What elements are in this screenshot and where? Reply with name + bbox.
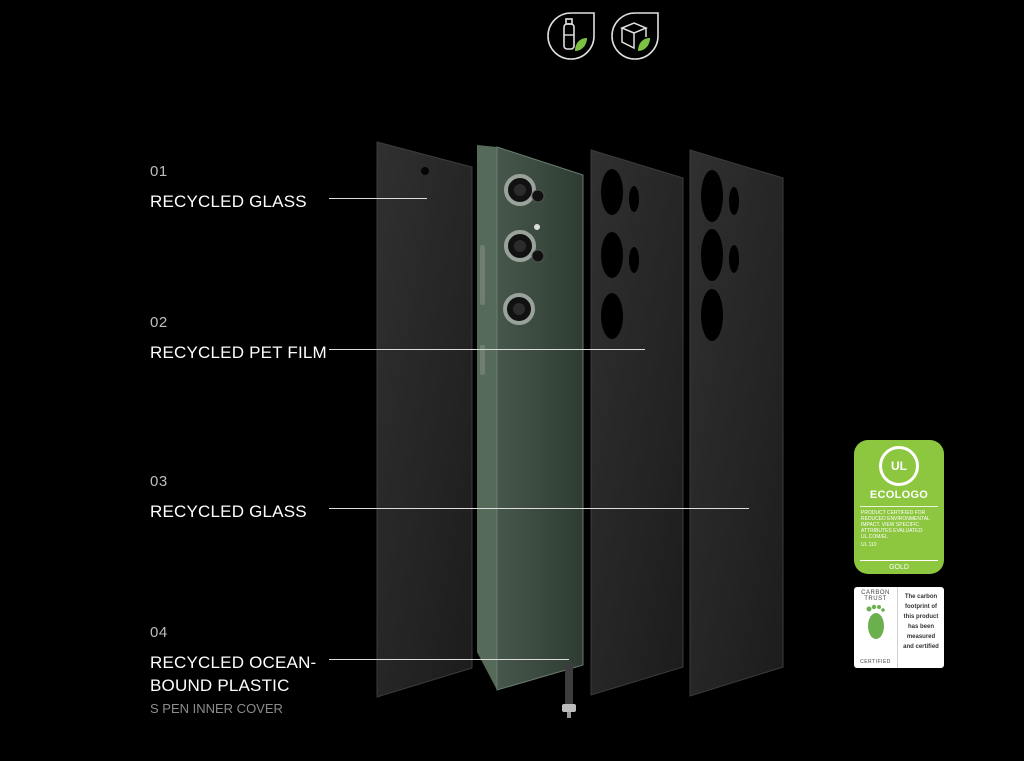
- label-title-line: BOUND PLASTIC: [150, 676, 290, 695]
- label-title: RECYCLED OCEAN- BOUND PLASTIC: [150, 651, 316, 697]
- label-02: 02 RECYCLED PET FILM: [150, 314, 327, 364]
- carbon-trust-badge: CARBON TRUST CERTIFIED The carbon footpr…: [854, 587, 944, 668]
- ul-mark: UL: [879, 446, 919, 486]
- label-number: 02: [150, 314, 168, 331]
- recycled-packaging-icon: [611, 12, 659, 60]
- recycled-bottle-icon: [547, 12, 595, 60]
- statement-line: and certified: [903, 644, 939, 650]
- statement-line: this product: [903, 614, 939, 620]
- label-03: 03 RECYCLED GLASS: [150, 473, 307, 523]
- leader-line-02: [329, 349, 645, 350]
- layer-front-glass: [376, 141, 473, 698]
- ecologo-level: GOLD: [860, 560, 938, 571]
- label-number: 03: [150, 473, 168, 490]
- ecologo-name: ECOLOGO: [869, 489, 929, 501]
- carbon-trust-line2: TRUST: [864, 596, 887, 602]
- leader-line-04: [329, 659, 569, 660]
- footprint-icon: [866, 604, 885, 639]
- ecologo-badge: UL ECOLOGO PRODUCT CERTIFIED FOR REDUCED…: [854, 440, 944, 574]
- carbon-trust-line1: CARBON: [861, 590, 890, 596]
- leader-line-01: [329, 198, 427, 199]
- statement-line: has been: [907, 624, 934, 630]
- layer-pet-film: [590, 149, 684, 696]
- leader-line-03: [329, 508, 749, 509]
- label-04: 04 RECYCLED OCEAN- BOUND PLASTIC S PEN I…: [150, 624, 316, 716]
- label-title: RECYCLED GLASS: [150, 502, 307, 521]
- label-title: RECYCLED PET FILM: [150, 343, 327, 362]
- layer-back-glass: [689, 149, 784, 697]
- carbon-trust-certified: CERTIFIED: [860, 659, 891, 665]
- label-title: RECYCLED GLASS: [150, 192, 307, 211]
- statement-line: footprint of: [905, 604, 937, 610]
- label-01: 01 RECYCLED GLASS: [150, 163, 307, 213]
- statement-line: measured: [906, 634, 936, 640]
- label-number: 04: [150, 624, 168, 641]
- ecologo-standard: UL 110: [861, 542, 877, 548]
- label-title-line: RECYCLED OCEAN-: [150, 653, 317, 672]
- statement-line: The carbon: [904, 594, 938, 600]
- phone-body: [477, 145, 584, 718]
- carbon-trust-statement: The carbon footprint of this product has…: [898, 587, 944, 668]
- label-subtitle: S PEN INNER COVER: [150, 701, 283, 716]
- label-number: 01: [150, 163, 168, 180]
- ecologo-text: PRODUCT CERTIFIED FOR REDUCED ENVIRONMEN…: [861, 510, 930, 540]
